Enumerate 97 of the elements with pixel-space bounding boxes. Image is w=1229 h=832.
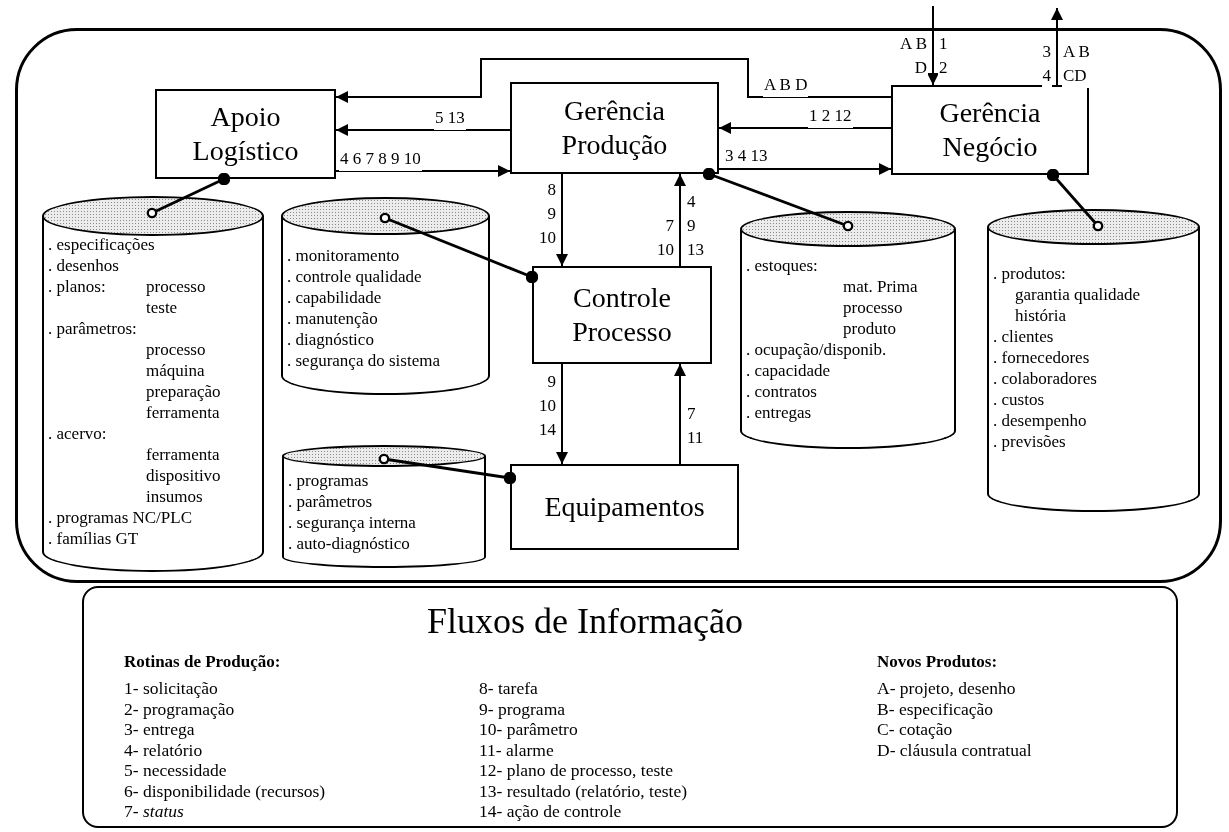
arrow <box>556 363 568 465</box>
legend-item: C- cotação <box>877 719 953 739</box>
database-cylinder <box>281 197 490 395</box>
list-item: . fornecedores <box>993 347 1091 368</box>
column-heading: Novos Produtos: <box>877 652 998 672</box>
legend-item: A- projeto, desenho <box>877 678 1016 698</box>
list-item: . previsões <box>993 431 1067 452</box>
list-item: . estoques: <box>746 255 819 276</box>
database-cylinder <box>42 196 264 572</box>
arrow <box>335 58 892 103</box>
list-item: mat. Prima <box>843 276 919 297</box>
list-item: . parâmetros <box>288 491 374 512</box>
list-item: . planos: <box>48 276 107 297</box>
list-item: . controle qualidade <box>287 266 423 287</box>
arrow <box>335 165 511 177</box>
legend-item: 14- ação de controle <box>479 801 622 821</box>
database-cylinder <box>282 445 486 568</box>
list-item: . colaboradores <box>993 368 1098 389</box>
legend-item: 11- alarme <box>479 739 554 760</box>
list-item: . auto-diagnóstico <box>288 533 411 554</box>
list-item: . clientes <box>993 326 1055 347</box>
list-item: . segurança interna <box>288 512 417 533</box>
list-item: . ocupação/disponib. <box>746 339 888 360</box>
legend-item: 6- disponibilidade (recursos) <box>124 780 326 801</box>
system-boundary <box>15 28 1222 583</box>
legend-item: 8- tarefa <box>479 678 538 698</box>
legend-item: 1- solicitação <box>124 678 218 698</box>
arrow <box>718 122 892 134</box>
list-item: . famílias GT <box>48 528 140 549</box>
list-item: história <box>1015 305 1067 326</box>
list-item: teste <box>146 297 179 318</box>
connector-line <box>146 172 231 219</box>
list-item: insumos <box>146 486 204 507</box>
list-item: processo <box>146 339 207 360</box>
box-label: Gerência Produção <box>560 93 669 162</box>
list-item: . capacidade <box>746 360 831 381</box>
list-item: . custos <box>993 389 1045 410</box>
list-item: . desenhos <box>48 255 120 276</box>
box-label: Controle Processo <box>571 280 673 349</box>
legend-item: B- especificação <box>877 698 994 719</box>
legend-item: 9- programa <box>479 698 565 719</box>
list-item: . entregas <box>746 402 813 423</box>
process-box <box>510 82 719 174</box>
list-item: produto <box>843 318 897 339</box>
list-item: dispositivo <box>146 465 222 486</box>
legend-item: 12- plano de processo, teste <box>479 760 673 780</box>
list-item: . programas <box>288 470 370 491</box>
legend-item: 7- status <box>124 801 184 821</box>
legend-item: 3- entrega <box>124 719 195 739</box>
legend-item: D- cláusula contratual <box>877 739 1032 760</box>
list-item: . capabilidade <box>287 287 383 308</box>
database-cylinder <box>987 209 1200 512</box>
list-item: ferramenta <box>146 402 221 423</box>
list-item: . contratos <box>746 381 818 402</box>
legend-item: 5- necessidade <box>124 760 227 780</box>
list-item: ferramenta <box>146 444 221 465</box>
legend-item: 2- programação <box>124 698 235 719</box>
list-item: . acervo: <box>48 423 108 444</box>
arrow <box>718 163 892 175</box>
legend-panel <box>82 586 1178 828</box>
list-item: processo <box>146 276 207 297</box>
connector-line <box>378 453 517 485</box>
legend-item: 13- resultado (relatório, teste) <box>479 780 687 801</box>
box-label: Apoio Logístico <box>191 99 300 168</box>
connector-line <box>1046 168 1104 232</box>
list-item: . especificações <box>48 234 156 255</box>
arrow <box>556 173 568 267</box>
list-item: . desempenho <box>993 410 1088 431</box>
box-label: Gerência Negócio <box>938 95 1042 164</box>
list-item: . manutenção <box>287 308 379 329</box>
column-heading: Rotinas de Produção: <box>124 652 281 672</box>
arrow <box>335 124 511 136</box>
arrow <box>1051 7 1063 86</box>
process-box <box>510 464 739 550</box>
process-box <box>891 85 1089 175</box>
connector-line <box>379 212 539 284</box>
list-item: máquina <box>146 360 206 381</box>
process-box <box>155 89 336 179</box>
list-item: preparação <box>146 381 222 402</box>
process-box <box>532 266 712 364</box>
legend-item: 10- parâmetro <box>479 719 578 739</box>
list-item: . monitoramento <box>287 245 401 266</box>
list-item: garantia qualidade <box>1015 284 1142 305</box>
list-item: . diagnóstico <box>287 329 375 350</box>
list-item: . segurança do sistema <box>287 350 441 371</box>
list-item: . programas NC/PLC <box>48 507 194 528</box>
arrow <box>674 363 686 465</box>
database-cylinder <box>740 211 956 449</box>
arrow <box>927 5 939 86</box>
list-item: processo <box>843 297 904 318</box>
box-label: Equipamentos <box>544 489 705 524</box>
list-item: . parâmetros: <box>48 318 138 339</box>
list-item: . produtos: <box>993 263 1067 284</box>
legend-item: 4- relatório <box>124 739 203 760</box>
arrow <box>674 173 686 267</box>
legend-title: Fluxos de Informação <box>427 600 743 642</box>
connector-line <box>702 167 854 232</box>
